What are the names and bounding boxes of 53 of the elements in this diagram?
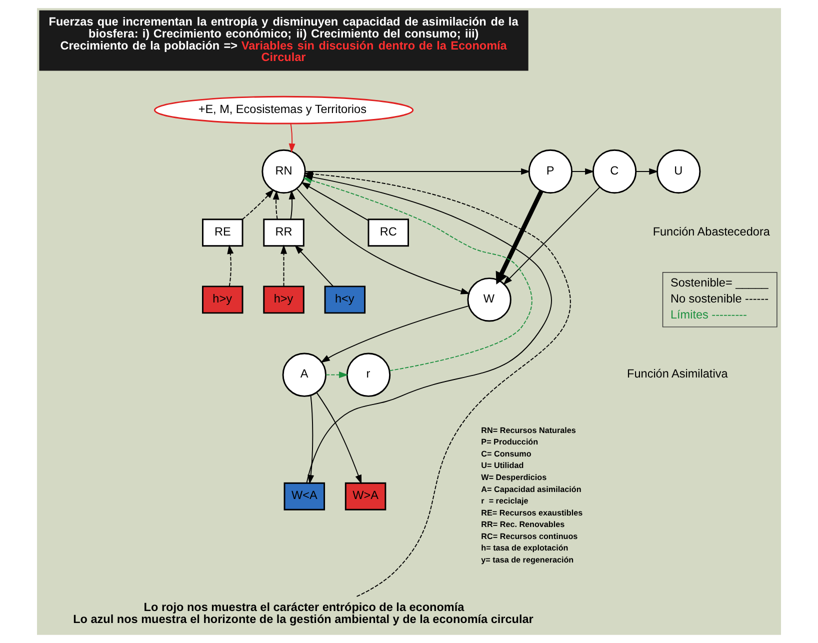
node-box: RC: [368, 218, 409, 247]
node-circle: r: [346, 352, 391, 397]
arrow: [296, 188, 470, 294]
node-circle: C: [592, 149, 637, 194]
node-circle: A: [282, 352, 326, 397]
node-box: RE: [202, 218, 244, 247]
arrow: [320, 305, 470, 363]
label: RR= Rec. Renovables: [481, 520, 565, 530]
label: RN= Recursos Naturales: [481, 426, 576, 435]
arrow: [294, 244, 334, 287]
label: A= Capacidad asimilación: [481, 484, 582, 494]
label: RC= Recursos continuos: [481, 532, 578, 541]
arrow: [316, 392, 362, 484]
node-box: h<y: [324, 286, 366, 314]
arrow: [304, 168, 530, 175]
label: RE= Recursos exaustibles: [481, 508, 583, 518]
legend-label: Sostenible= _____: [670, 276, 768, 290]
node-circle: P: [528, 149, 573, 194]
label: r = reciclaje: [481, 496, 528, 506]
arrow: [288, 123, 296, 153]
arrow: [242, 189, 274, 220]
label: W= Desperdicios: [481, 473, 547, 482]
node-box: W<A: [284, 482, 326, 510]
node-box: h>y: [263, 286, 304, 314]
node-circle: W: [467, 278, 512, 322]
label: Función Abastecedora: [652, 225, 770, 238]
legend-label: No sostenible ------: [670, 292, 769, 306]
node-ellipse: +E, M, Ecosistemas y Territorios: [154, 96, 414, 124]
label: C= Consumo: [481, 449, 532, 458]
arrow: [300, 182, 369, 221]
arrow: [308, 394, 314, 484]
label: y= tasa de regeneración: [481, 556, 574, 565]
arrow: [280, 244, 288, 287]
arrow: [288, 190, 296, 220]
label: U= Utilidad: [481, 461, 524, 470]
node-text: Lo rojo nos muestra el carácter entrópico de la economía Lo azul nos muestra el horizonte de la gestión ambiental y de la economía circular: [73, 601, 534, 626]
arrow: [636, 168, 658, 175]
node-box: Fuerzas que incrementan la entropía y disminuyen capacidad de asimilación de la biosfera: i) Crecimiento económico; ii) Crecimiento del consumo; iii) Crecimiento de la población => Variables sin discusión dentro de la Economía Circular: [39, 10, 528, 71]
node-box: W>A: [344, 482, 386, 510]
arrow: [571, 168, 594, 175]
label: Función Asimilativa: [627, 368, 728, 381]
arrow: [227, 244, 234, 287]
arrow: [325, 372, 348, 378]
label: P= Producción: [481, 438, 538, 447]
node-box: h>y: [202, 286, 244, 314]
arrow: [496, 190, 544, 284]
arrow: [503, 186, 600, 285]
arrow: [272, 190, 280, 220]
node-circle: RN: [262, 149, 306, 194]
label: h= tasa de explotación: [481, 544, 568, 553]
legend-label: Límites ---------: [670, 308, 747, 322]
node-box: RR: [263, 218, 304, 247]
node-circle: U: [656, 149, 701, 194]
